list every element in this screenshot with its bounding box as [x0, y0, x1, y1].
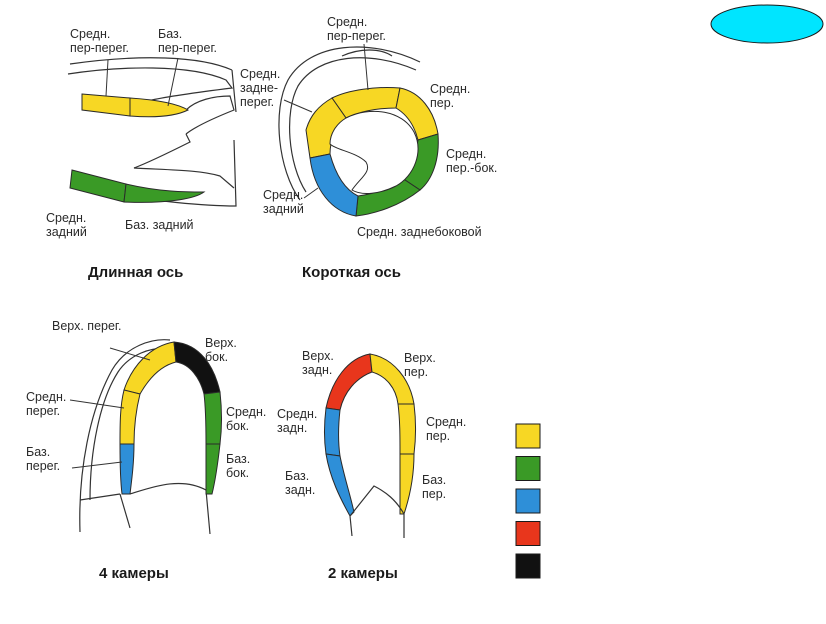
sa-label-inferolateral: Средн. заднебоковой — [357, 225, 482, 239]
tc-valve-outline — [349, 485, 405, 538]
sa-label-anteroseptal: Средн.пер-перег. — [327, 15, 386, 43]
fc-label-mid-lateral: Средн.бок. — [226, 405, 266, 433]
fc-label-apical-lateral: Верх.бок. — [205, 336, 237, 364]
legend-swatch-black — [515, 553, 541, 579]
la-label-basal-inferior: Баз. задний — [125, 218, 194, 232]
la-basal-inferior-segment — [123, 183, 206, 203]
tc-label-basal-anterior: Баз.пер. — [422, 473, 446, 501]
tc-label-apical-anterior: Верх.пер. — [404, 351, 436, 379]
tc-label-mid-inferior: Средн.задн. — [277, 407, 317, 435]
color-legend — [515, 423, 541, 579]
tc-basal-anterior-segment — [399, 453, 415, 515]
la-mid-anteroseptal-segment — [81, 93, 131, 117]
fc-mid-lateral-segment — [203, 391, 222, 445]
la-mid-inferior-segment — [69, 169, 127, 203]
two-chamber-view: Верх.задн. Верх.пер. Средн.задн. Средн.п… — [277, 349, 466, 582]
fc-label-basal-lateral: Баз.бок. — [226, 452, 250, 480]
la-label-mid-anteroseptal: Средн.пер-перег. — [70, 27, 129, 55]
tc-label-basal-inferior: Баз.задн. — [285, 469, 315, 497]
long-axis-outline — [67, 57, 235, 189]
sa-label-anterior: Средн.пер. — [430, 82, 470, 110]
la-basal-anteroseptal-segment — [129, 97, 190, 118]
fc-basal-septal-segment — [119, 443, 135, 495]
long-axis-view: Средн.пер-перег. Баз.пер-перег. Средн.за… — [46, 27, 237, 281]
two-chamber-title: 2 камеры — [328, 565, 398, 582]
long-axis-title: Длинная ось — [88, 264, 183, 281]
tc-mid-inferior-segment — [324, 407, 341, 457]
legend-swatch-green — [515, 456, 541, 481]
four-chamber-title: 4 камеры — [99, 565, 169, 582]
tc-basal-inferior-segment — [325, 453, 355, 517]
la-label-basal-anteroseptal: Баз.пер-перег. — [158, 27, 217, 55]
fc-label-basal-septal: Баз.перег. — [26, 445, 60, 473]
fc-label-apical-septal: Верх. перег. — [52, 319, 121, 333]
tc-mid-anterior-segment — [397, 403, 416, 455]
legend-swatch-blue — [515, 488, 541, 514]
sa-label-inferoseptal: Средн.задне-перег. — [240, 67, 280, 109]
fc-basal-lateral-segment — [205, 443, 221, 495]
sa-label-inferior: Средн.задний — [263, 188, 304, 216]
fc-mid-septal-segment — [119, 389, 141, 445]
sa-label-anterolateral: Средн.пер.-бок. — [446, 147, 497, 175]
sa-inferior-segment — [309, 153, 359, 217]
four-chamber-view: Верх. перег. Верх.бок. Средн.перег. Сред… — [26, 319, 266, 582]
cyan-oval — [710, 4, 824, 44]
short-axis-title: Короткая ось — [302, 264, 401, 281]
fc-outline-outer — [79, 339, 171, 533]
fc-label-mid-septal: Средн.перег. — [26, 390, 66, 418]
legend-swatch-yellow — [515, 423, 541, 449]
sa-outline-outer — [278, 46, 421, 201]
tc-label-apical-inferior: Верх.задн. — [302, 349, 334, 377]
la-label-mid-inferior: Средн.задний — [46, 211, 87, 239]
short-axis-view: Средн.пер-перег. Средн.задне-перег. Сред… — [240, 15, 497, 281]
legend-swatch-red — [515, 521, 541, 546]
tc-label-mid-anterior: Средн.пер. — [426, 415, 466, 443]
